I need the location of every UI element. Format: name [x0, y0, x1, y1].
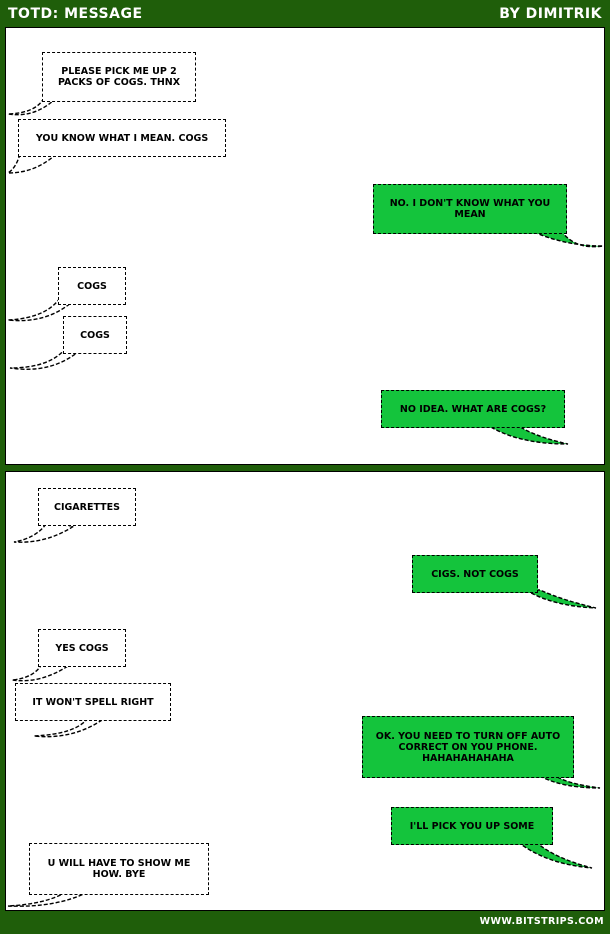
comic-author: BY DIMITRIK — [499, 6, 602, 22]
bubble-tail — [523, 589, 597, 609]
bubble-tail — [33, 717, 104, 738]
message-bubble-outgoing: NO IDEA. WHAT ARE COGS? — [381, 390, 565, 428]
footer-site-link[interactable]: WWW.BITSTRIPS.COM — [479, 916, 604, 927]
message-bubble-outgoing: NO. I DON'T KNOW WHAT YOU MEAN — [373, 184, 567, 234]
bubble-tails-layer — [5, 97, 604, 445]
comic-panel-2: CIGARETTES CIGS. NOT COGS YES COGS IT WO… — [5, 471, 605, 911]
bubble-tail — [515, 841, 593, 869]
message-bubble-outgoing: I'LL PICK YOU UP SOME — [391, 807, 553, 845]
bubble-tails-layer — [7, 523, 601, 907]
bubble-tail — [7, 297, 74, 322]
message-bubble-incoming: CIGARETTES — [38, 488, 136, 526]
bubble-tail — [7, 891, 89, 907]
bubble-tail — [11, 663, 71, 682]
comic-title: TOTD: MESSAGE — [8, 6, 143, 22]
bubble-tail — [5, 153, 56, 174]
message-bubble-incoming: COGS — [63, 316, 127, 354]
message-bubble-outgoing: CIGS. NOT COGS — [412, 555, 538, 593]
bubble-tail — [9, 347, 80, 370]
bubble-tail — [539, 775, 601, 789]
message-bubble-incoming: YES COGS — [38, 629, 126, 667]
bubble-tail — [13, 523, 77, 543]
message-bubble-incoming: PLEASE PICK ME UP 2 PACKS OF COGS. THNX — [42, 52, 196, 102]
bubble-tail — [7, 97, 56, 116]
message-bubble-incoming: U WILL HAVE TO SHOW ME HOW. BYE — [29, 843, 209, 895]
bubble-tail — [533, 231, 604, 248]
message-bubble-incoming: YOU KNOW WHAT I MEAN. COGS — [18, 119, 226, 157]
message-bubble-incoming: IT WON'T SPELL RIGHT — [15, 683, 171, 721]
message-bubble-incoming: COGS — [58, 267, 126, 305]
message-bubble-outgoing: OK. YOU NEED TO TURN OFF AUTO CORRECT ON… — [362, 716, 574, 778]
comic-panel-1: PLEASE PICK ME UP 2 PACKS OF COGS. THNX … — [5, 27, 605, 465]
bubble-tail — [483, 423, 569, 445]
